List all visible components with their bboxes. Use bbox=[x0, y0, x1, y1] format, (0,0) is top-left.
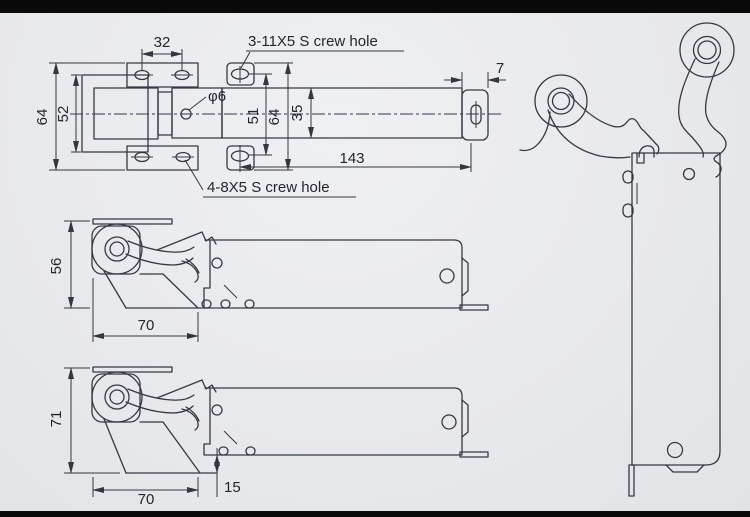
roller-hub bbox=[104, 384, 130, 410]
roller-axle bbox=[697, 40, 717, 60]
roller-hub bbox=[692, 35, 722, 65]
bottom-foot bbox=[628, 464, 635, 497]
mounted-side-view bbox=[519, 22, 735, 497]
roller-wheel bbox=[534, 74, 588, 128]
roller-hub bbox=[547, 87, 575, 115]
arm-lower-edge bbox=[125, 401, 194, 414]
dim-label-56: 56 bbox=[48, 258, 65, 275]
top-notch bbox=[636, 152, 645, 164]
screw-hole bbox=[439, 268, 455, 284]
foot-lug bbox=[218, 446, 229, 456]
arm-upper-edge bbox=[127, 240, 195, 253]
dim-label-70b: 70 bbox=[138, 491, 155, 508]
roller-wheel bbox=[679, 22, 735, 78]
screw-hole bbox=[682, 167, 696, 181]
latch-lug bbox=[622, 203, 634, 218]
arm-open-tail bbox=[519, 111, 551, 152]
end-tab bbox=[461, 89, 489, 141]
end-foot bbox=[459, 451, 489, 458]
bottom-tab bbox=[665, 464, 705, 473]
dim-label-64-right: 64 bbox=[266, 109, 283, 126]
arm-hook bbox=[638, 145, 655, 158]
mount-plate-edge bbox=[92, 218, 173, 225]
top-view: 32 64 52 φ6 51 64 35 bbox=[34, 33, 506, 198]
body-outline bbox=[203, 387, 463, 456]
mount-flange-top bbox=[126, 62, 199, 88]
crease-line bbox=[223, 430, 238, 445]
dim-label-35: 35 bbox=[289, 105, 306, 122]
end-foot bbox=[459, 304, 489, 311]
crease-line bbox=[223, 284, 238, 299]
side-view-56: 56 70 bbox=[48, 218, 489, 342]
screw-hole bbox=[211, 404, 223, 416]
end-clip bbox=[461, 399, 469, 438]
body-outline bbox=[203, 239, 463, 309]
screw-hole bbox=[211, 257, 223, 269]
dim-label-70a: 70 bbox=[138, 317, 155, 334]
label-screw-hole-top: 3-11X5 S crew hole bbox=[248, 33, 378, 50]
ext-lines-64L bbox=[49, 62, 125, 171]
leader-screw-hole-top bbox=[240, 50, 404, 69]
arm-knuckle bbox=[181, 258, 200, 283]
dim-label-7: 7 bbox=[496, 60, 504, 77]
support-triangle bbox=[103, 270, 199, 309]
roller-wheel bbox=[91, 223, 143, 275]
latch-lug bbox=[622, 170, 634, 184]
dim-label-71: 71 bbox=[48, 411, 65, 428]
foot-lug bbox=[201, 299, 212, 309]
arm-open-lower-edge bbox=[547, 109, 631, 159]
dim-label-143: 143 bbox=[339, 150, 364, 167]
arm-closed-inner-edge bbox=[678, 58, 704, 158]
support-triangle bbox=[103, 418, 201, 474]
dim-label-52: 52 bbox=[55, 106, 72, 123]
roller-axle bbox=[109, 389, 125, 405]
phi6-leader bbox=[188, 96, 207, 111]
arm-crown bbox=[156, 231, 217, 251]
side-view-71: 71 70 15 bbox=[48, 366, 489, 508]
roller-hub bbox=[104, 236, 130, 262]
ext-lines-7 bbox=[461, 72, 489, 88]
bracket-frame bbox=[81, 74, 149, 153]
screw-hole bbox=[666, 441, 684, 459]
label-screw-hole-bottom: 4-8X5 S crew hole bbox=[207, 179, 330, 196]
mount-plate-edge bbox=[92, 366, 173, 373]
dim-label-phi6: φ6 bbox=[208, 88, 226, 105]
ext-lines-32 bbox=[141, 49, 183, 71]
body-housing bbox=[631, 152, 721, 466]
arm-crown bbox=[156, 379, 217, 399]
roller-axle bbox=[109, 241, 125, 257]
end-clip bbox=[461, 257, 469, 297]
arm-upper-edge bbox=[127, 388, 195, 401]
bottom-letterbox-bar bbox=[0, 511, 750, 517]
roller-wheel bbox=[91, 371, 143, 423]
dim-label-51: 51 bbox=[245, 108, 262, 125]
ext-lines-56 bbox=[64, 220, 90, 309]
arm-open-upper-edge bbox=[568, 93, 660, 155]
dim-label-64-left: 64 bbox=[34, 109, 51, 126]
arm-closed-outer-edge bbox=[704, 61, 727, 178]
top-letterbox-bar bbox=[0, 0, 750, 13]
dim-label-32: 32 bbox=[154, 34, 171, 51]
mount-flange-bottom bbox=[126, 145, 199, 171]
pivot-hole bbox=[180, 108, 192, 120]
dim-label-15: 15 bbox=[224, 479, 241, 496]
leader-screw-hole-bottom bbox=[184, 159, 356, 198]
foot-lug bbox=[220, 299, 231, 309]
arm-knuckle bbox=[181, 406, 200, 431]
foot-lug bbox=[244, 299, 255, 309]
screw-hole bbox=[441, 414, 457, 430]
foot-lug bbox=[245, 446, 256, 456]
arm-lower-edge bbox=[125, 253, 194, 266]
roller-axle bbox=[551, 91, 571, 111]
